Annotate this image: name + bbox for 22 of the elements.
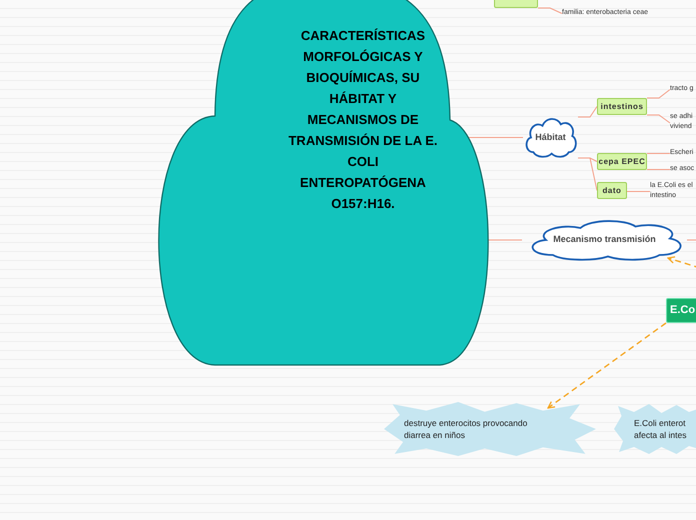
topic-label: dato [597, 182, 627, 199]
topic-label: E.Co [666, 298, 696, 323]
connector-line [626, 191, 650, 192]
starburst-shape [384, 402, 596, 456]
starburst-text: E.Coli enterot afecta al intes [634, 417, 688, 441]
arrow [547, 322, 666, 409]
cloud-shape [523, 117, 578, 158]
topic-label: cepa EPEC [597, 153, 647, 170]
connector-line [646, 89, 670, 98]
starburst-text: destruye enterocitos provocando diarrea en niños [404, 417, 528, 441]
cloud-text: Mecanismo transmisión [553, 233, 656, 246]
connector-line [646, 153, 670, 154]
arrow [667, 256, 696, 269]
topic-text: CARACTERÍSTICAS MORFOLÓGICAS Y BIOQUÍMICAS, SU HÁBITAT Y MECANISMOS DE TRANSMISIÓN DE LA E. COLI ENTEROPATÓGENA O157:H16. [288, 27, 438, 213]
connector-line [646, 169, 670, 170]
connector-line [578, 158, 598, 191]
topic-label: intestinos [597, 98, 647, 115]
starburst-shape [614, 404, 696, 454]
connector-line [538, 8, 562, 14]
connector-line [578, 106, 598, 118]
connector-line [646, 114, 670, 124]
cloud-text: Hábitat [535, 130, 566, 144]
